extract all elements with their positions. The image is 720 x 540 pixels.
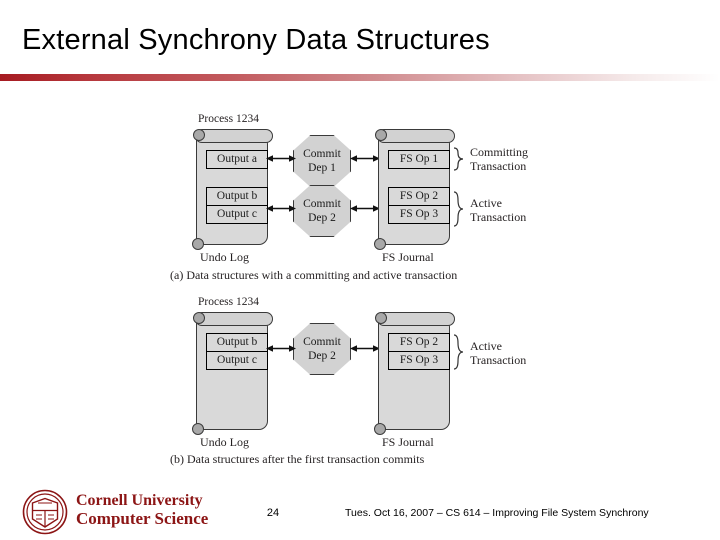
transaction-label-line1: Active xyxy=(470,339,502,353)
scroll-roll-top xyxy=(195,312,273,326)
fs-journal-scroll-a: FS Op 1 FS Op 2 FS Op 3 xyxy=(374,129,455,250)
commit-dep-node-line2: Dep 2 xyxy=(308,350,336,362)
transaction-label-active-b: Active Transaction xyxy=(470,339,526,367)
fs-journal-caption-b: FS Journal xyxy=(382,435,434,449)
transaction-label-line1: Committing xyxy=(470,145,529,159)
dependency-arrow-right-b xyxy=(350,345,380,352)
diagram-a: Process 1234 Output a Output b Output c … xyxy=(0,95,720,290)
scroll-curl-bottom-icon xyxy=(374,423,386,435)
commit-dep-node-b: Commit Dep 2 xyxy=(293,323,351,375)
dependency-arrow-left-b xyxy=(266,345,296,352)
undo-log-scroll-b: Output b Output c xyxy=(192,312,273,435)
scroll-roll-top xyxy=(377,312,455,326)
commit-dep-node-line1: Commit xyxy=(303,148,341,160)
slide-footer: Cornell University Computer Science 24 T… xyxy=(0,487,720,540)
transaction-label-committing: Committing Transaction xyxy=(470,145,528,173)
dependency-arrow-right-1 xyxy=(350,155,380,162)
transaction-label-line2: Transaction xyxy=(470,159,527,173)
fs-journal-entry: FS Op 1 xyxy=(388,150,450,169)
page-number: 24 xyxy=(266,507,280,519)
scroll-roll-top xyxy=(195,129,273,143)
dependency-arrow-left-1 xyxy=(266,155,296,162)
undo-log-entry: Output c xyxy=(206,205,268,224)
undo-log-entry: Output b xyxy=(206,187,268,206)
brace-active-transaction-b xyxy=(453,334,464,370)
transaction-label-line2: Transaction xyxy=(470,210,527,224)
cornell-wordmark-line1: Cornell University xyxy=(76,492,203,509)
process-label-a: Process 1234 xyxy=(198,113,260,125)
undo-log-entry: Output c xyxy=(206,351,268,370)
diagram-b: Process 1234 Output b Output c Undo Log … xyxy=(0,290,720,485)
dependency-arrow-left-2 xyxy=(266,205,296,212)
dependency-arrow-right-2 xyxy=(350,205,380,212)
scroll-curl-top-icon xyxy=(375,312,387,324)
scroll-curl-top-icon xyxy=(375,129,387,141)
fs-journal-scroll-b: FS Op 2 FS Op 3 xyxy=(374,312,455,435)
cornell-wordmark-line2: Computer Science xyxy=(76,509,209,528)
undo-log-entry: Output b xyxy=(206,333,268,352)
process-label-b: Process 1234 xyxy=(198,296,260,308)
scroll-curl-bottom-icon xyxy=(192,238,204,250)
commit-dep-node-1: Commit Dep 1 xyxy=(293,135,351,187)
figure-container: Process 1234 Output a Output b Output c … xyxy=(0,95,720,485)
scroll-curl-top-icon xyxy=(193,129,205,141)
transaction-label-line2: Transaction xyxy=(470,353,527,367)
cornell-seal-logo-icon xyxy=(22,489,68,535)
figure-caption-a: (a) Data structures with a committing an… xyxy=(170,268,458,282)
transaction-label-active: Active Transaction xyxy=(470,196,526,224)
transaction-label-line1: Active xyxy=(470,196,502,210)
fs-journal-caption-a: FS Journal xyxy=(382,250,434,264)
brace-active-transaction xyxy=(453,191,464,227)
undo-log-entry: Output a xyxy=(206,150,268,169)
figure-caption-b: (b) Data structures after the first tran… xyxy=(170,452,425,466)
scroll-curl-top-icon xyxy=(193,312,205,324)
fs-journal-entry: FS Op 2 xyxy=(388,333,450,352)
fs-journal-entry: FS Op 3 xyxy=(388,351,450,370)
scroll-roll-top xyxy=(377,129,455,143)
brace-committing-transaction xyxy=(453,147,464,171)
title-divider xyxy=(0,74,720,81)
fs-journal-entry: FS Op 2 xyxy=(388,187,450,206)
commit-dep-node-line2: Dep 2 xyxy=(308,212,336,224)
undo-log-caption-a: Undo Log xyxy=(200,250,249,264)
undo-log-caption-b: Undo Log xyxy=(200,435,249,449)
commit-dep-node-line1: Commit xyxy=(303,198,341,210)
undo-log-scroll-a: Output a Output b Output c xyxy=(192,129,273,250)
scroll-curl-bottom-icon xyxy=(374,238,386,250)
commit-dep-node-2: Commit Dep 2 xyxy=(293,185,351,237)
page-title: External Synchrony Data Structures xyxy=(22,24,490,56)
commit-dep-node-line1: Commit xyxy=(303,336,341,348)
footer-course-note: Tues. Oct 16, 2007 – CS 614 – Improving … xyxy=(345,507,649,519)
scroll-curl-bottom-icon xyxy=(192,423,204,435)
commit-dep-node-line2: Dep 1 xyxy=(308,162,336,174)
fs-journal-entry: FS Op 3 xyxy=(388,205,450,224)
cornell-wordmark: Cornell University Computer Science xyxy=(76,492,208,528)
